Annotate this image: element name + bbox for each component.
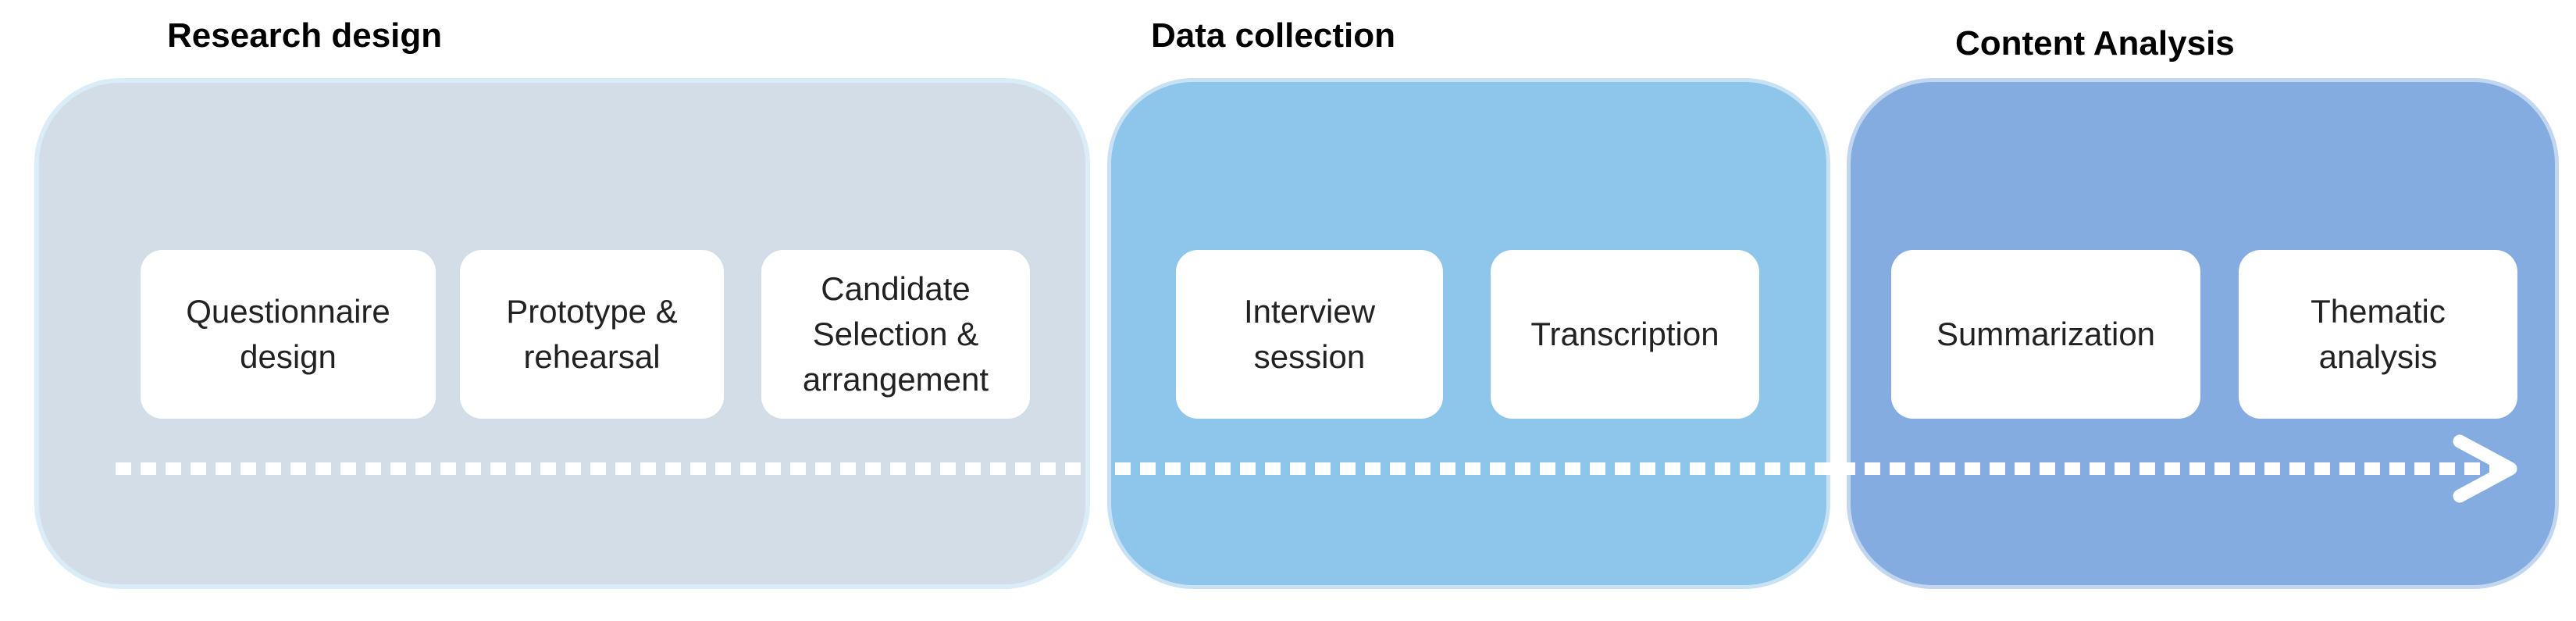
step-label: Interview session [1243,293,1376,375]
step-prototype-rehearsal: Prototype & rehearsal [460,250,724,419]
step-thematic-analysis: Thematic analysis [2239,250,2517,419]
step-label: Transcription [1530,316,1719,352]
research-design-title: Research design [167,16,443,55]
step-interview-session: Interview session [1176,250,1443,419]
step-questionnaire-design: Questionnaire design [141,250,436,419]
step-label: Prototype & rehearsal [506,293,678,375]
step-label: Questionnaire design [186,293,390,375]
content-analysis-title: Content Analysis [1955,24,2235,62]
step-transcription: Transcription [1491,250,1759,419]
step-label: Summarization [1936,316,2156,352]
step-candidate-selection: Candidate Selection & arrangement [761,250,1030,419]
step-label: Candidate Selection & arrangement [802,270,989,398]
step-label: Thematic analysis [2311,293,2446,375]
data-collection-title: Data collection [1151,16,1395,55]
step-summarization: Summarization [1891,250,2200,419]
